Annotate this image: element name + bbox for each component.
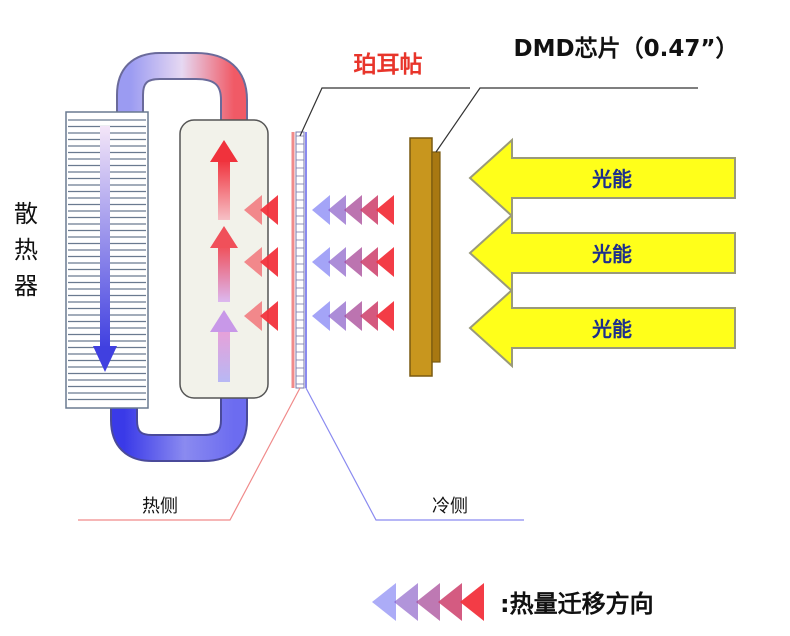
heatsink-label: 散热器 (14, 200, 38, 300)
heat-chevron (394, 583, 418, 621)
heat-chevron (360, 247, 378, 277)
heat-chevron (244, 195, 262, 225)
heat-pipe-loop (110, 52, 248, 462)
heat-chevron (438, 583, 462, 621)
heat-chevron (344, 247, 362, 277)
heat-chevron (260, 301, 278, 331)
heat-chevron (344, 301, 362, 331)
heat-chevron (260, 195, 278, 225)
dmd-chip-label: DMD芯片（0.47”） (514, 35, 739, 62)
light-energy-label: 光能 (591, 317, 632, 341)
dmd-chip (409, 137, 441, 377)
heat-chevron (244, 301, 262, 331)
light-energy-arrow (468, 137, 736, 219)
light-energy-arrow (468, 212, 736, 294)
heat-chevron (312, 301, 330, 331)
heat-chevron (416, 583, 440, 621)
svg-text:散热器: 散热器 (14, 200, 38, 300)
heat-chevron (372, 583, 396, 621)
heat-chevron (360, 301, 378, 331)
heat-chevron (260, 247, 278, 277)
heat-chevron (328, 195, 346, 225)
heat-chevron (312, 195, 330, 225)
cold-side-label: 冷侧 (432, 496, 468, 517)
heat-chevron (376, 301, 394, 331)
upward-flow-arrow (210, 140, 238, 220)
heat-chevron (376, 247, 394, 277)
heat-chevron (460, 583, 484, 621)
upward-flow-arrow (210, 310, 238, 382)
heat-chevron (360, 195, 378, 225)
heatsink-fins (65, 111, 149, 409)
legend-label: :热量迁移方向 (500, 590, 654, 618)
upward-flow-arrow (210, 226, 238, 302)
leader-lines (78, 87, 698, 521)
heat-chevron (244, 247, 262, 277)
heat-chevron (328, 247, 346, 277)
peltier-label: 珀耳帖 (354, 51, 423, 78)
heat-exchanger-block (179, 119, 269, 399)
light-energy-label: 光能 (591, 167, 632, 191)
light-energy-label: 光能 (591, 242, 632, 266)
heat-chevron (376, 195, 394, 225)
heat-transfer-arrows (244, 195, 394, 331)
hot-side-label: 热侧 (142, 496, 178, 517)
heat-chevron (312, 247, 330, 277)
legend: :热量迁移方向 (372, 583, 654, 621)
legend-heat-direction-arrows (372, 583, 484, 621)
peltier-element (291, 131, 307, 389)
heat-chevron (328, 301, 346, 331)
heat-chevron (344, 195, 362, 225)
heatsink-flow-arrow-head (93, 346, 117, 372)
heatsink-flow-arrow-shaft (100, 126, 110, 348)
light-energy-arrow (468, 287, 736, 369)
